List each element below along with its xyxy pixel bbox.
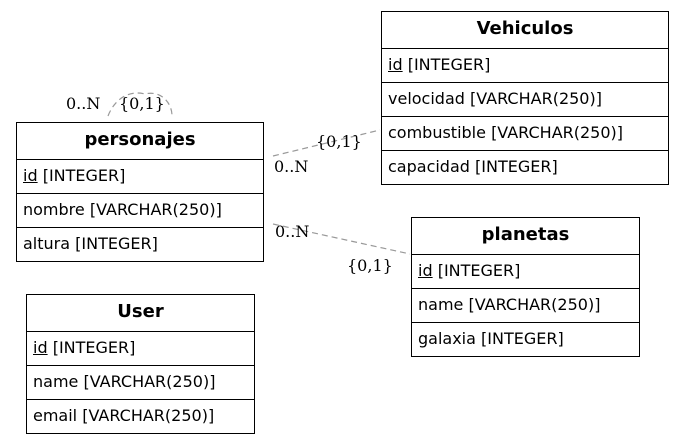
field-type: [VARCHAR(250)] xyxy=(491,123,624,142)
entity-title: User xyxy=(27,295,254,332)
field-name: altura xyxy=(23,234,71,253)
field-name: name xyxy=(33,372,79,391)
entity-user[interactable]: User id [INTEGER] name [VARCHAR(250)] em… xyxy=(26,294,255,434)
field-type: [VARCHAR(250)] xyxy=(468,295,601,314)
entity-title: Vehiculos xyxy=(382,12,668,49)
entity-field: id [INTEGER] xyxy=(382,49,668,83)
self-relation-line xyxy=(107,92,173,117)
entity-title: planetas xyxy=(412,218,639,255)
entity-vehiculos[interactable]: Vehiculos id [INTEGER] velocidad [VARCHA… xyxy=(381,11,669,185)
field-type: [VARCHAR(250)] xyxy=(470,89,602,108)
planetas-cardinality-from: 0..N xyxy=(275,222,310,241)
field-type: [INTEGER] xyxy=(475,157,558,176)
entity-field: combustible [VARCHAR(250)] xyxy=(382,117,668,151)
entity-field: name [VARCHAR(250)] xyxy=(412,289,639,323)
field-name: capacidad xyxy=(388,157,470,176)
self-cardinality-to: {0,1} xyxy=(119,94,165,113)
entity-field: capacidad [INTEGER] xyxy=(382,151,668,184)
planetas-relation-line xyxy=(272,223,411,255)
field-type: [VARCHAR(250)] xyxy=(83,372,216,391)
entity-field: name [VARCHAR(250)] xyxy=(27,366,254,400)
field-type: [INTEGER] xyxy=(42,166,126,185)
field-type: [VARCHAR(250)] xyxy=(82,406,215,425)
field-type: [INTEGER] xyxy=(52,338,136,357)
entity-field: id [INTEGER] xyxy=(412,255,639,289)
primary-key: id xyxy=(23,166,38,185)
vehiculos-cardinality-from: 0..N xyxy=(274,157,309,176)
vehiculos-relation-line xyxy=(272,129,381,157)
entity-field: id [INTEGER] xyxy=(27,332,254,366)
field-name: name xyxy=(418,295,464,314)
field-name: email xyxy=(33,406,78,425)
primary-key: id xyxy=(388,55,403,74)
entity-field: velocidad [VARCHAR(250)] xyxy=(382,83,668,117)
field-type: [INTEGER] xyxy=(407,55,491,74)
entity-field: email [VARCHAR(250)] xyxy=(27,400,254,433)
entity-field: galaxia [INTEGER] xyxy=(412,323,639,356)
field-type: [INTEGER] xyxy=(481,329,564,348)
field-name: galaxia xyxy=(418,329,476,348)
entity-title: personajes xyxy=(17,123,263,160)
vehiculos-cardinality-to: {0,1} xyxy=(316,132,362,151)
planetas-cardinality-to: {0,1} xyxy=(347,256,393,275)
field-name: combustible xyxy=(388,123,486,142)
field-name: nombre xyxy=(23,200,85,219)
field-type: [INTEGER] xyxy=(75,234,158,253)
primary-key: id xyxy=(418,261,433,280)
field-type: [VARCHAR(250)] xyxy=(89,200,222,219)
entity-field: id [INTEGER] xyxy=(17,160,263,194)
self-cardinality-from: 0..N xyxy=(66,94,101,113)
field-type: [INTEGER] xyxy=(437,261,521,280)
field-name: velocidad xyxy=(388,89,465,108)
entity-field: nombre [VARCHAR(250)] xyxy=(17,194,263,228)
entity-personajes[interactable]: personajes id [INTEGER] nombre [VARCHAR(… xyxy=(16,122,264,262)
entity-planetas[interactable]: planetas id [INTEGER] name [VARCHAR(250)… xyxy=(411,217,640,357)
entity-field: altura [INTEGER] xyxy=(17,228,263,261)
primary-key: id xyxy=(33,338,48,357)
